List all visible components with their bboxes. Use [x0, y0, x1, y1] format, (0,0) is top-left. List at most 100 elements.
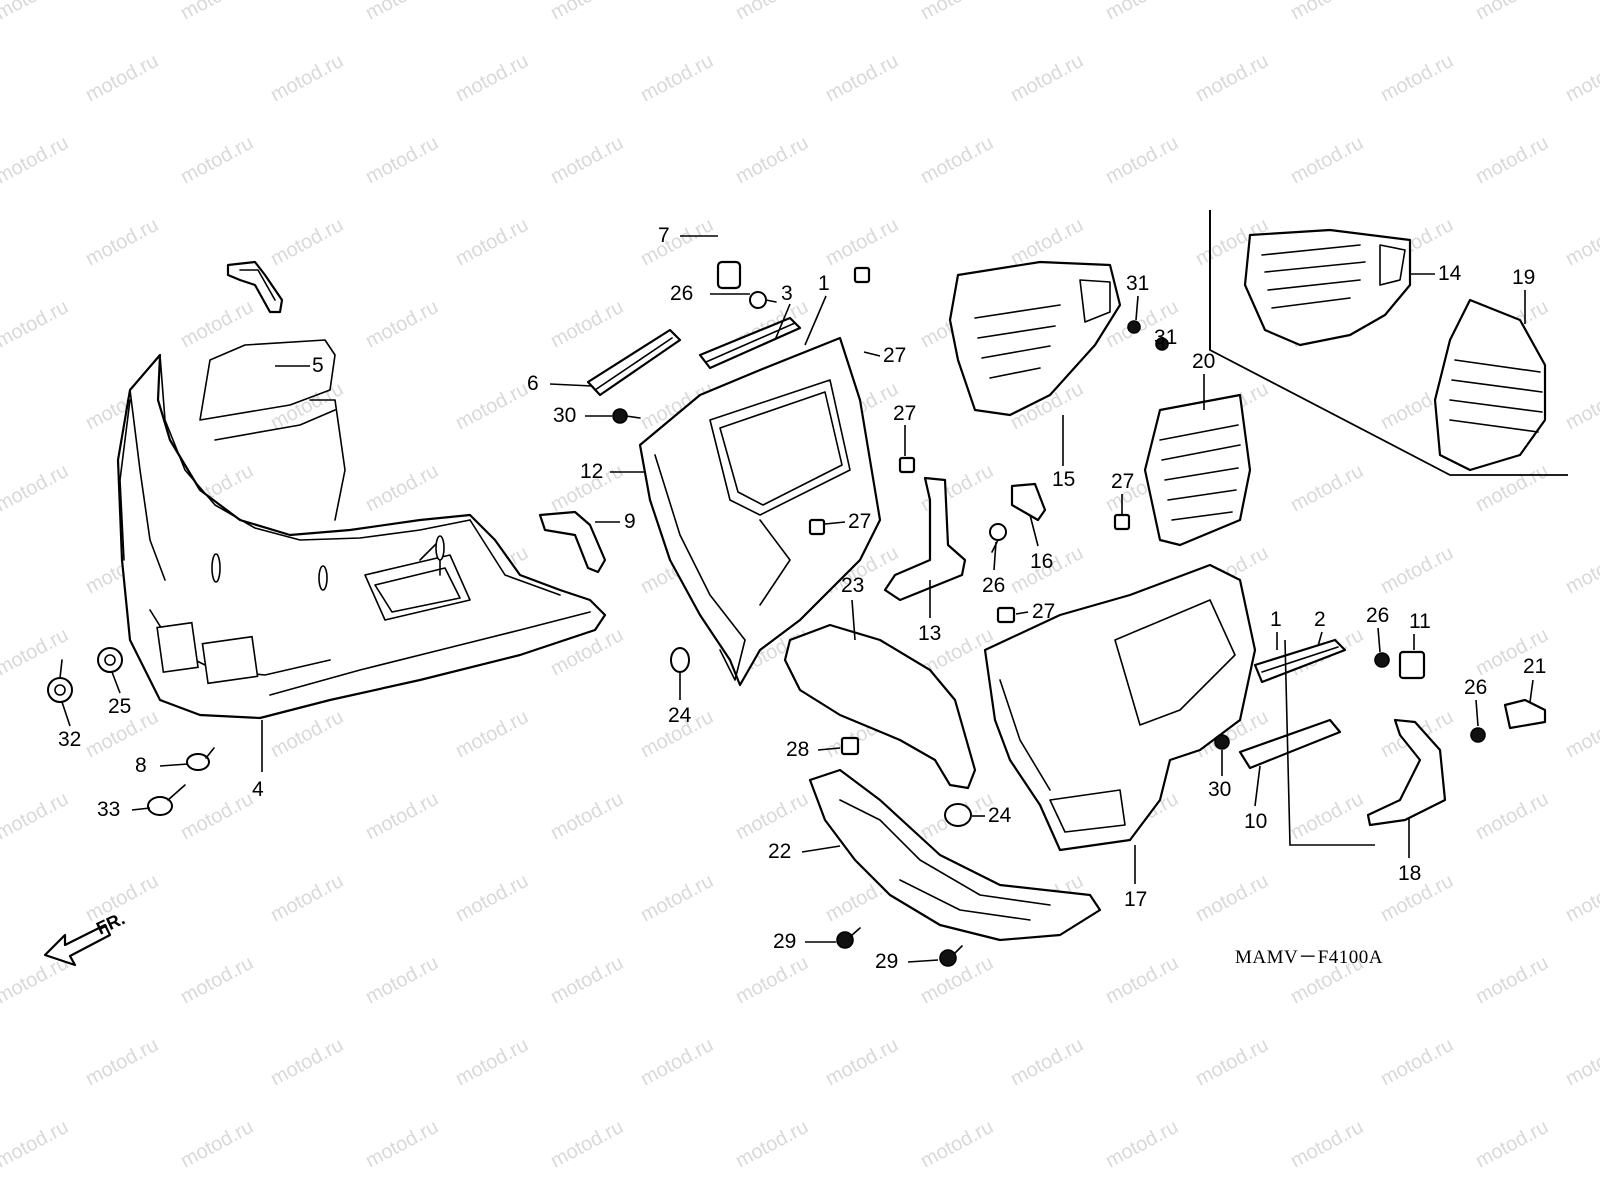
callout-26: 26 [1464, 676, 1487, 699]
part-30-bolt [612, 408, 641, 424]
clips-27 [808, 266, 1131, 624]
part-5-bracket [226, 260, 284, 314]
watermark-text: motod.ru [1562, 214, 1600, 270]
watermark-text: motod.ru [1562, 1034, 1600, 1090]
leader-line [817, 747, 841, 751]
callout-5: 5 [312, 354, 324, 377]
callout-10: 10 [1244, 810, 1267, 833]
watermark-text: motod.ru [637, 1034, 717, 1090]
group-bracket-1-10 [1284, 639, 1375, 846]
leader-line [804, 295, 827, 346]
watermark-text: motod.ru [267, 870, 347, 926]
watermark-text: motod.ru [1287, 788, 1367, 844]
watermark-text: motod.ru [1192, 1034, 1272, 1090]
watermark-text: motod.ru [0, 788, 72, 844]
watermark-text: motod.ru [1287, 460, 1367, 516]
watermark-text: motod.ru [547, 0, 627, 24]
callout-22: 22 [768, 840, 791, 863]
watermark-text: motod.ru [917, 132, 997, 188]
callout-28: 28 [786, 738, 809, 761]
callout-16: 16 [1030, 550, 1053, 573]
watermark-text: motod.ru [0, 1116, 72, 1172]
callout-15: 15 [1052, 468, 1075, 491]
callout-26: 26 [1366, 604, 1389, 627]
part-16-bracket [1010, 482, 1047, 522]
watermark-text: motod.ru [1102, 952, 1182, 1008]
watermark-text: motod.ru [177, 132, 257, 188]
callout-12: 12 [580, 460, 603, 483]
callout-1: 1 [1270, 608, 1282, 631]
leader-line [1377, 627, 1381, 653]
watermark-text: motod.ru [1287, 0, 1367, 24]
watermark-text: motod.ru [917, 0, 997, 24]
watermark-text: motod.ru [0, 132, 72, 188]
leader-line [801, 845, 841, 853]
callout-26: 26 [982, 574, 1005, 597]
part-31-screws [1127, 320, 1169, 351]
part-17-inner-panel [983, 563, 1257, 852]
callout-3: 3 [781, 282, 793, 305]
watermark-text: motod.ru [1562, 378, 1600, 434]
leader-line [549, 383, 593, 387]
leader-line [1135, 295, 1139, 321]
callout-21: 21 [1523, 655, 1546, 678]
callout-27: 27 [883, 344, 906, 367]
watermark-text: motod.ru [0, 296, 72, 352]
watermark-text: motod.ru [1007, 50, 1087, 106]
part-23-cover [783, 623, 977, 790]
leader-line [1529, 679, 1534, 703]
watermark-text: motod.ru [0, 0, 72, 24]
watermark-text: motod.ru [362, 460, 442, 516]
part-26-bolts-right [1374, 652, 1486, 743]
callout-4: 4 [252, 778, 264, 801]
watermark-text: motod.ru [1472, 0, 1552, 24]
leader-line [1015, 611, 1029, 615]
part-6-rail [586, 328, 682, 397]
leader-line [159, 763, 189, 767]
watermark-text: motod.ru [0, 460, 72, 516]
watermark-text: motod.ru [1562, 542, 1600, 598]
watermark-text: motod.ru [177, 0, 257, 24]
watermark-text: motod.ru [1192, 870, 1272, 926]
part-29-bolts [836, 927, 963, 967]
part-21-bracket [1503, 698, 1547, 730]
leader-line [61, 701, 71, 727]
part-9-bracket [538, 510, 607, 574]
callout-17: 17 [1124, 888, 1147, 911]
part-13-brace [883, 476, 967, 602]
callout-6: 6 [527, 372, 539, 395]
leader-line [1475, 699, 1479, 727]
watermark-text: motod.ru [1102, 1116, 1182, 1172]
watermark-text: motod.ru [822, 1034, 902, 1090]
inset-frame [1209, 210, 1568, 476]
watermark-text: motod.ru [267, 50, 347, 106]
callout-9: 9 [624, 510, 636, 533]
watermark-text: motod.ru [362, 1116, 442, 1172]
callout-31: 31 [1126, 272, 1149, 295]
part-7-grommet [716, 260, 742, 290]
callout-27: 27 [1111, 470, 1134, 493]
callout-24: 24 [668, 704, 692, 727]
callout-11: 11 [1409, 610, 1431, 633]
leader-line [863, 351, 881, 357]
watermark-text: motod.ru [732, 952, 812, 1008]
watermark-text: motod.ru [547, 952, 627, 1008]
part-15-duct [948, 260, 1122, 417]
watermark-text: motod.ru [822, 50, 902, 106]
watermark-text: motod.ru [547, 1116, 627, 1172]
leader-line [131, 807, 151, 811]
leader-line [1254, 765, 1261, 807]
part-18-brace [1366, 718, 1447, 827]
watermark-text: motod.ru [1472, 460, 1552, 516]
callout-29: 29 [773, 930, 796, 953]
watermark-text: motod.ru [1102, 0, 1182, 24]
watermark-text: motod.ru [1472, 132, 1552, 188]
watermark-text: motod.ru [1562, 870, 1600, 926]
callout-18: 18 [1398, 862, 1421, 885]
callout-13: 13 [918, 622, 941, 645]
callout-14: 14 [1438, 262, 1462, 285]
callout-7: 7 [658, 224, 670, 247]
watermark-text: motod.ru [732, 1116, 812, 1172]
part-14-duct [1243, 228, 1412, 347]
